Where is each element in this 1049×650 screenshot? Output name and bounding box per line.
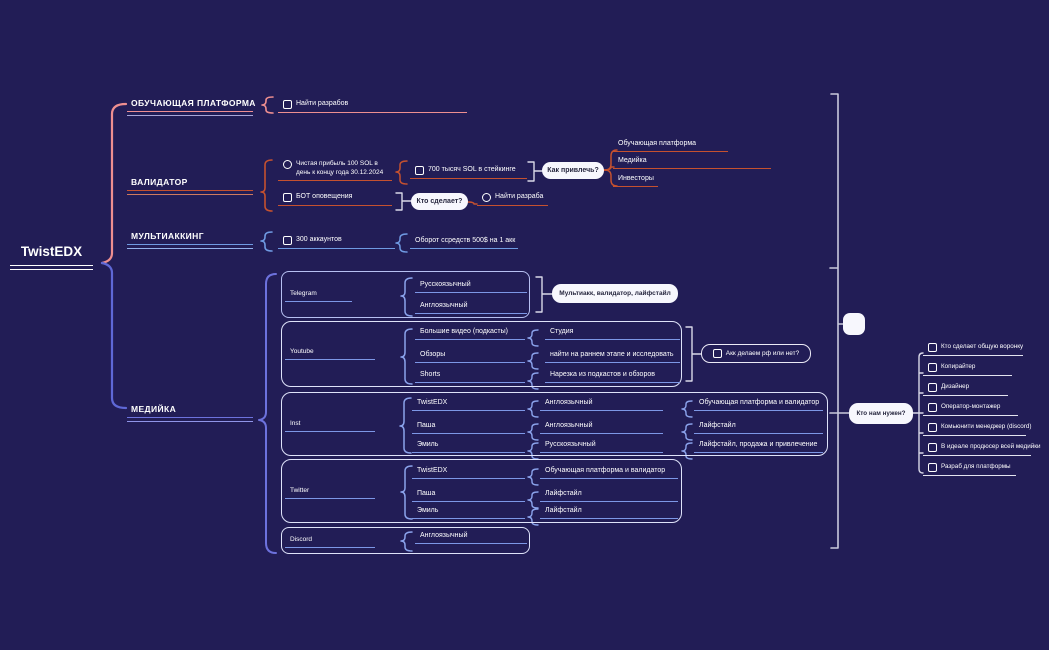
inst-row1-lang[interactable]: Англоязычный (540, 398, 663, 411)
circle-bullet-icon[interactable] (283, 159, 292, 169)
media-underline (127, 417, 253, 422)
youtube-row1-detail[interactable]: Студия (545, 327, 680, 340)
twitter-row2-content[interactable]: Лайфстайл (540, 489, 678, 502)
youtube-topic[interactable]: Youtube (285, 347, 375, 360)
youtube-row3-detail[interactable]: Нарезка из подкастов и обзоров (545, 370, 680, 383)
multiacc-brace (260, 231, 273, 252)
twitter-row1-content[interactable]: Обучающая платформа и валидатор (540, 466, 678, 479)
checkbox-icon[interactable] (928, 422, 937, 432)
team-item-community[interactable]: Комьюнити менеджер (discord) (923, 422, 1031, 436)
checkbox-icon[interactable] (283, 99, 292, 109)
checkbox-icon[interactable] (928, 382, 937, 392)
youtube-note-topic[interactable]: Акк делаем рф или нет? (701, 344, 811, 363)
checkbox-icon[interactable] (415, 165, 424, 175)
multiacc-turnover-topic[interactable]: Оборот ссредств 500$ на 1 акк (410, 236, 518, 249)
bot-bracket (395, 192, 412, 211)
team-item-designer[interactable]: Дизайнер (923, 382, 1008, 396)
inst-row3-account[interactable]: Эмиль (412, 440, 525, 453)
root-topic[interactable]: TwistEDX (20, 244, 83, 259)
telegram-item-en[interactable]: Англоязычный (415, 301, 527, 314)
telegram-topic[interactable]: Telegram (285, 289, 352, 302)
twitter-topic[interactable]: Twitter (285, 486, 375, 499)
validator-find-dev-topic[interactable]: Найти разраба (477, 192, 548, 206)
accounts-brace (395, 233, 408, 253)
attract-option-platform[interactable]: Обучающая платформа (613, 139, 728, 152)
checkbox-icon[interactable] (283, 235, 292, 245)
media-brace (258, 273, 277, 554)
inst-row2-content[interactable]: Лайфстайл (694, 421, 823, 434)
checkbox-icon[interactable] (712, 349, 722, 359)
root-brace-top (100, 102, 128, 265)
edu-brace (261, 96, 274, 114)
youtube-row2-detail[interactable]: найти на раннем этапе и исследовать (545, 350, 680, 363)
inst-row1-content[interactable]: Обучающая платформа и валидатор (694, 398, 823, 411)
root-brace-bottom (100, 261, 128, 410)
who-find-dev-connector (467, 201, 478, 205)
twitter-row2-account[interactable]: Паша (412, 489, 525, 502)
validator-underline (127, 190, 253, 195)
attract-option-media[interactable]: Медийка (613, 156, 771, 169)
youtube-row3-format[interactable]: Shorts (415, 370, 525, 383)
multiacc-underline (127, 244, 253, 249)
media-section-title[interactable]: МЕДИЙКА (131, 404, 177, 414)
summary-blob-topic[interactable] (843, 313, 865, 335)
profit-brace (395, 160, 408, 185)
discord-item-en[interactable]: Англоязычный (415, 531, 527, 544)
root-underline (10, 265, 93, 270)
discord-group-box (281, 527, 530, 554)
twitter-group-box (281, 459, 682, 523)
checkbox-icon[interactable] (928, 362, 937, 372)
validator-bot-topic[interactable]: БОТ оповещения (278, 192, 392, 206)
telegram-item-ru[interactable]: Русскоязычный (415, 280, 527, 293)
validator-brace (260, 159, 273, 212)
telegram-group-box (281, 271, 530, 318)
team-item-editor[interactable]: Оператор-монтажер (923, 402, 1018, 416)
checkbox-icon[interactable] (928, 462, 937, 472)
team-item-platform-dev[interactable]: Разраб для платформы (923, 462, 1016, 476)
telegram-summary-bracket (535, 276, 553, 313)
circle-bullet-icon[interactable] (482, 192, 491, 202)
twitter-row3-content[interactable]: Лайфстайл (540, 506, 678, 519)
who-question-topic[interactable]: Кто сделает? (411, 193, 468, 210)
edu-find-dev-topic[interactable]: Найти разрабов (278, 99, 467, 113)
team-item-producer[interactable]: В идеале продюсер всей медийки (923, 442, 1041, 456)
discord-topic[interactable]: Discord (285, 535, 375, 548)
validator-section-title[interactable]: ВАЛИДАТОР (131, 177, 188, 187)
inst-row2-account[interactable]: Паша (412, 421, 525, 434)
youtube-group-box (281, 321, 682, 387)
checkbox-icon[interactable] (928, 342, 937, 352)
youtube-row2-format[interactable]: Обзоры (415, 350, 525, 363)
youtube-row1-format[interactable]: Большие видео (подкасты) (415, 327, 525, 340)
inst-row2-lang[interactable]: Англоязычный (540, 421, 663, 434)
attract-option-investors[interactable]: Инвесторы (613, 174, 658, 187)
checkbox-icon[interactable] (928, 402, 937, 412)
edu-underline (127, 111, 253, 116)
inst-row3-lang[interactable]: Русскоязычный (540, 440, 663, 453)
youtube-note-bracket (685, 326, 702, 382)
twitter-row1-account[interactable]: TwistEDX (412, 466, 525, 479)
twitter-row3-account[interactable]: Эмиль (412, 506, 525, 519)
edu-section-title[interactable]: ОБУЧАЮЩАЯ ПЛАТФОРМА (131, 98, 256, 108)
team-list-connector (912, 352, 924, 474)
staking-bracket (527, 161, 543, 182)
multiacc-section-title[interactable]: МУЛЬТИАККИНГ (131, 231, 204, 241)
attract-question-topic[interactable]: Как привлечь? (542, 162, 604, 179)
inst-topic[interactable]: Inst (285, 419, 375, 432)
team-item-funnel[interactable]: Кто сделает общую воронку (923, 342, 1023, 356)
validator-profit-topic[interactable]: Чистая прибыль 100 SOL в день к концу го… (278, 159, 392, 181)
checkbox-icon[interactable] (928, 442, 937, 452)
inst-group-box (281, 392, 828, 456)
telegram-summary-topic[interactable]: Мультиакк, валидатор, лайфстайл (552, 284, 678, 303)
checkbox-icon[interactable] (283, 192, 292, 202)
inst-row3-content[interactable]: Лайфстайл, продажа и привлечение (694, 440, 823, 453)
validator-staking-topic[interactable]: 700 тысяч SOL в стейкинге (410, 165, 527, 179)
multiacc-accounts-topic[interactable]: 300 аккаунтов (278, 235, 395, 249)
team-item-copywriter[interactable]: Копирайтер (923, 362, 1012, 376)
team-question-topic[interactable]: Кто нам нужен? (849, 403, 913, 424)
inst-row1-account[interactable]: TwistEDX (412, 398, 525, 411)
